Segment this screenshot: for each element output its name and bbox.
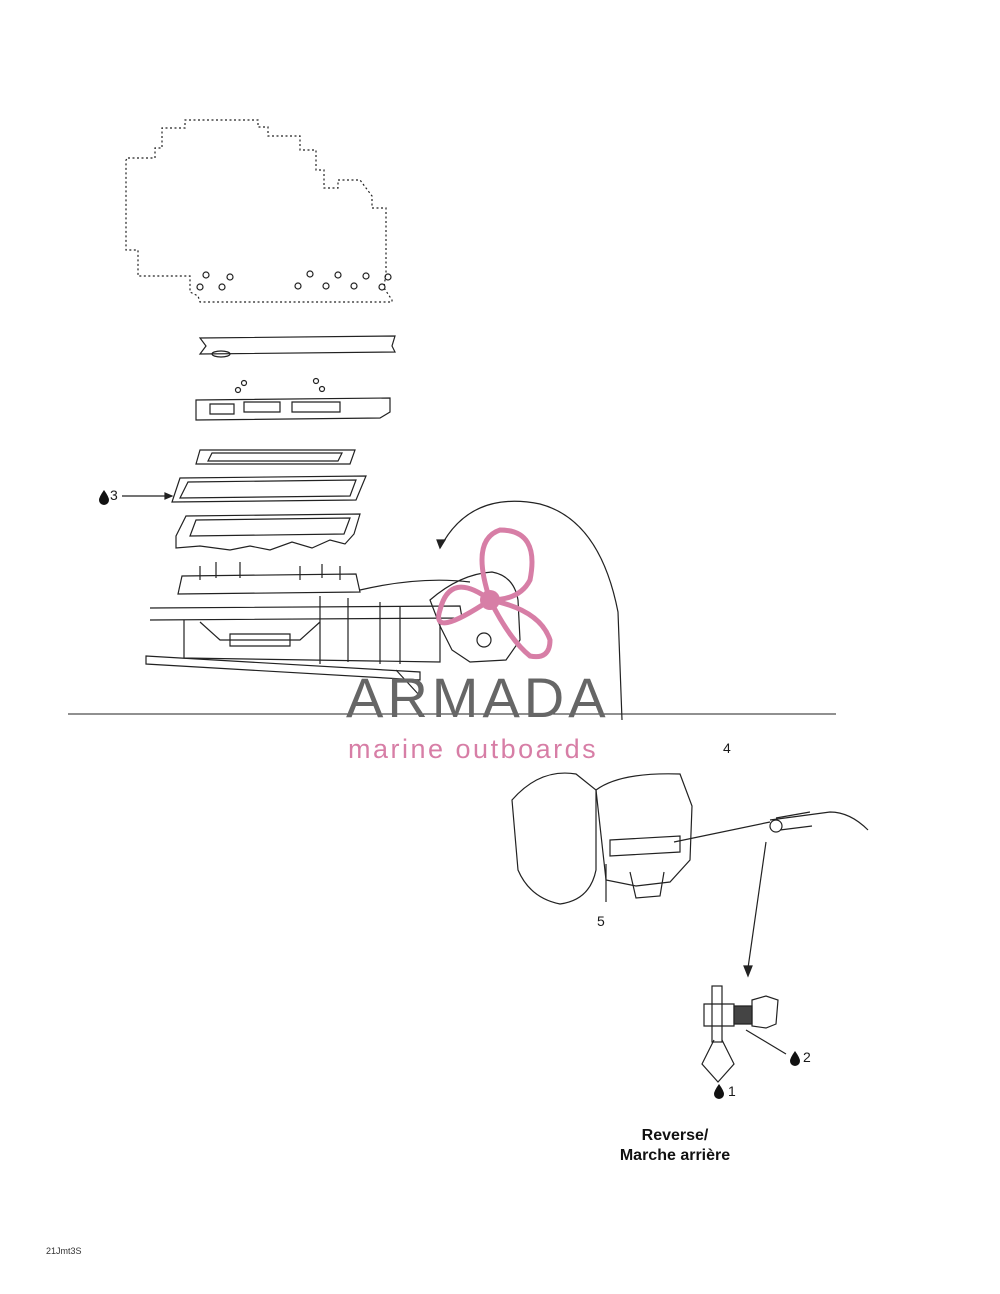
reed-frame [195,449,356,465]
watermark-name: ARMADA [346,666,610,729]
callout-4: 4 [723,740,731,756]
callout-2: 2 [803,1049,811,1065]
lubricant-drop-icon [99,490,109,505]
curved-arrow [439,500,623,721]
callout-1: 1 [728,1083,736,1099]
gasket [198,335,396,355]
lower-assembly [145,562,521,697]
housing-tray [175,513,361,551]
adaptor-plate [195,377,391,421]
lubricant-drop-icon [790,1051,800,1066]
callout-5: 5 [597,913,605,929]
caption-line-1: Reverse/ [641,1127,709,1144]
seal-ring [171,475,367,503]
propeller-logo-icon [436,527,553,660]
diagram-caption: Reverse/ Marche arrière [560,1126,790,1166]
figure-code: 21Jmt3S [46,1246,82,1256]
watermark-subtitle: marine outboards [348,734,599,764]
callout-3: 3 [110,487,118,503]
motor-assembly [511,772,869,905]
engine-outline [125,119,393,303]
caption-line-2: Marche arrière [619,1147,731,1164]
inset-arrow [747,841,767,969]
lubricant-drop-icon [714,1084,724,1099]
inset-detail [701,985,787,1083]
engine-bolts [196,270,392,291]
